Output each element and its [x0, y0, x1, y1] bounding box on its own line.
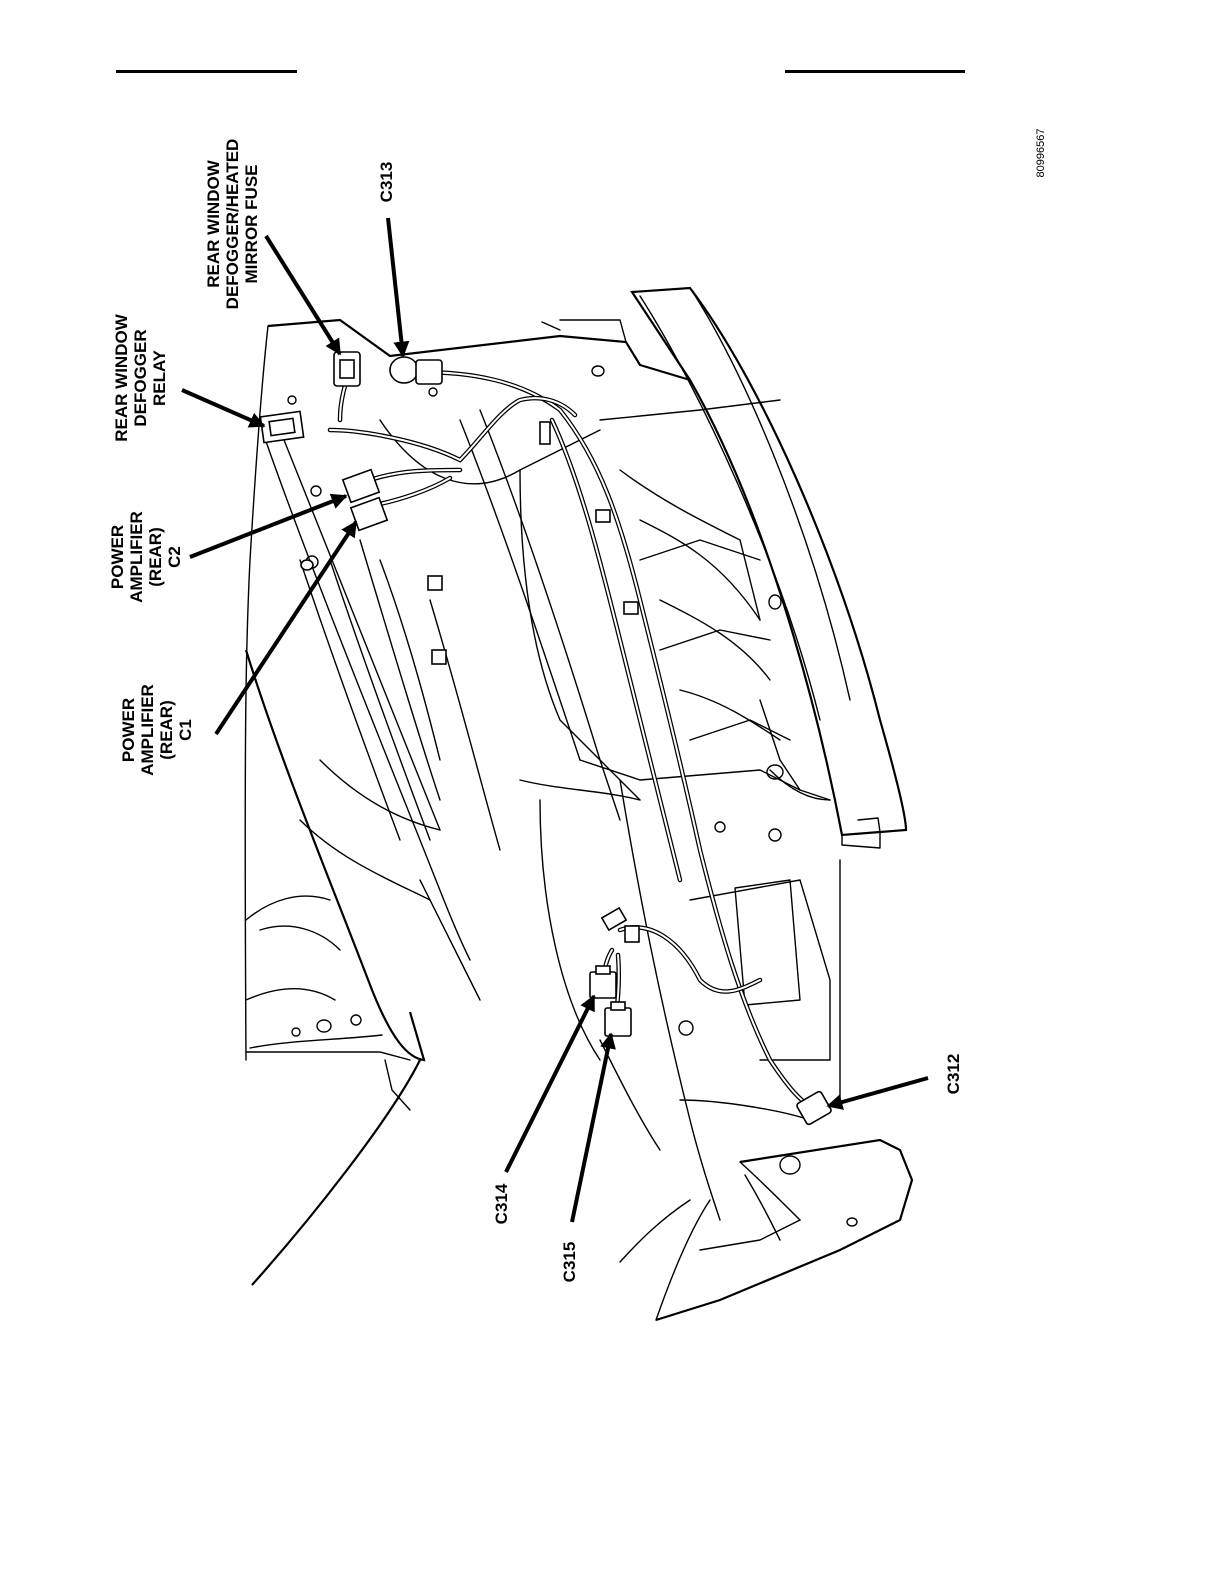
label-defogger-fuse: REAR WINDOW DEFOGGER/HEATED MIRROR FUSE: [204, 139, 261, 310]
fuse-holder-part: [334, 352, 360, 386]
label-defogger-relay: REAR WINDOW DEFOGGER RELAY: [112, 313, 169, 441]
label-line: C2: [165, 546, 184, 568]
c312-connector-part: [796, 1091, 832, 1126]
rear-panel-ribs: [600, 400, 830, 800]
label-amp-c2: POWER AMPLIFIER (REAR) C2: [108, 511, 184, 603]
label-line: AMPLIFIER: [127, 511, 146, 603]
label-amp-c1: POWER AMPLIFIER (REAR) C1: [119, 684, 195, 776]
label-line: AMPLIFIER: [138, 684, 157, 776]
label-line: C314: [492, 1183, 511, 1224]
label-c315: C315: [560, 1242, 579, 1283]
bumper-beam: [632, 288, 906, 848]
quarter-panel: [600, 1040, 912, 1320]
c315-connector-part: [605, 1002, 631, 1036]
leader-c312: [828, 1078, 928, 1106]
figure-id: 80996567: [1035, 129, 1047, 178]
label-line: (REAR): [146, 527, 165, 587]
leader-c313: [388, 218, 403, 356]
leader-c314: [506, 996, 594, 1172]
label-line: RELAY: [150, 349, 169, 406]
label-line: POWER: [108, 525, 127, 589]
label-c312: C312: [944, 1054, 963, 1095]
c314-connector-part: [590, 966, 616, 998]
defogger-relay-part: [260, 411, 303, 442]
label-line: POWER: [119, 698, 138, 762]
callout-labels: REAR WINDOW DEFOGGER RELAY REAR WINDOW D…: [108, 129, 1047, 1283]
label-line: REAR WINDOW: [204, 159, 223, 287]
leader-c315: [572, 1034, 611, 1222]
label-line: C312: [944, 1054, 963, 1095]
label-line: C315: [560, 1242, 579, 1283]
label-line: (REAR): [157, 700, 176, 760]
c313-connector-part: [390, 357, 442, 384]
leader-defogger-relay: [182, 390, 264, 426]
leader-defogger-fuse: [266, 236, 340, 354]
label-line: DEFOGGER/HEATED: [223, 139, 242, 310]
label-c314: C314: [492, 1183, 511, 1224]
label-line: MIRROR FUSE: [242, 165, 261, 284]
amp-c2-connector-part: [343, 470, 379, 503]
leader-amp-c2: [190, 496, 346, 557]
label-line: C1: [176, 719, 195, 741]
leader-amp-c1: [216, 522, 356, 734]
label-line: C313: [377, 162, 396, 203]
label-line: DEFOGGER: [131, 329, 150, 426]
label-c313: C313: [377, 162, 396, 203]
spare-tire-well: [260, 540, 440, 950]
label-line: REAR WINDOW: [112, 313, 131, 441]
trunk-line-art: [245, 288, 912, 1320]
figure-id-text: 80996567: [1035, 129, 1047, 178]
